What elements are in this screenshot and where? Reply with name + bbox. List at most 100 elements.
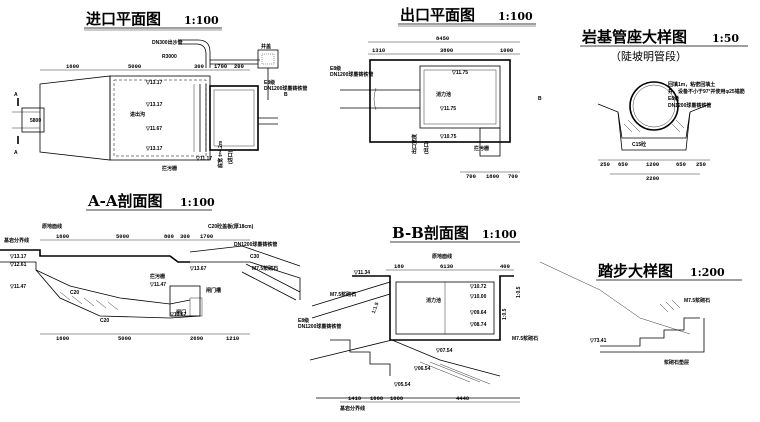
inlet-elev-2: ▽13.17	[145, 102, 163, 108]
bb-dim-top-3: 400	[500, 263, 510, 270]
aa-bedrock-line: 基岩分界线	[3, 237, 29, 244]
inlet-e8: E8级	[264, 79, 275, 86]
step-elev: ▽73.41	[589, 338, 607, 344]
inlet-elev-5: ▽11.17	[195, 156, 212, 162]
outlet-width-tag: (出口)	[423, 140, 430, 154]
outlet-elev-3: ▽10.75	[439, 134, 457, 140]
inlet-dim-1: 1600	[66, 63, 79, 70]
outlet-dim-7: 700	[508, 173, 518, 180]
inlet-elev-4: ▽13.17	[145, 146, 163, 152]
inlet-dim-4: 1700	[214, 63, 227, 70]
inlet-plan-scale: 1:100	[184, 14, 219, 27]
step-bedding: 浆砌石垫层	[663, 359, 689, 366]
outlet-dim-6: 1800	[486, 173, 499, 180]
outlet-width-label: 出口宽度	[411, 133, 418, 154]
outlet-plan-scale: 1:100	[498, 10, 533, 23]
bb-elev-6: ▽06.54	[413, 366, 431, 372]
bb-slope-2: 1:0.5	[516, 286, 522, 298]
section-mark-b: B	[284, 92, 288, 98]
aa-dim-bottom-3: 2690	[190, 335, 203, 342]
rock-detail-title: 岩基管座大样图	[581, 28, 687, 46]
rock-note-3: E8级	[668, 95, 679, 102]
rock-dim-3: 1200	[646, 161, 659, 168]
rock-dim-5: 250	[696, 161, 706, 168]
bb-dim-bottom-2: 1000	[370, 395, 383, 402]
section-aa: A-A剖面图 1:100 1600 5000 800 300 1700 原地面线…	[0, 192, 301, 342]
inlet-pipe-spec: DN1200球墨铸铁管	[264, 85, 307, 92]
rock-dim-1: 250	[600, 161, 610, 168]
inlet-dim-5: 200	[234, 63, 244, 70]
rock-note-4: DN1200球墨铸铁管	[668, 102, 711, 109]
bb-elev-8: ▽11.34	[353, 270, 370, 276]
aa-pipe: DN1200球墨铸铁管	[234, 241, 277, 248]
inlet-trash-rack: 拦污栅	[162, 165, 177, 172]
rock-dim-total: 2200	[646, 175, 659, 182]
aa-dim-top-4: 300	[180, 233, 190, 240]
aa-elev-2: ▽12.61	[9, 262, 27, 268]
pipe-section	[629, 81, 679, 131]
outlet-dim-5: 700	[466, 173, 476, 180]
rock-dim-2: 650	[618, 161, 628, 168]
bb-elev-2: ▽10.00	[469, 294, 487, 300]
aa-elev-1: ▽13.17	[9, 254, 27, 260]
inlet-label-pool: 进出沟	[130, 111, 145, 118]
step-detail-scale: 1:200	[690, 266, 725, 279]
section-aa-title: A-A剖面图	[87, 192, 163, 210]
aa-dim-top-2: 5000	[116, 233, 129, 240]
bb-e8: E8级	[298, 317, 309, 324]
bb-elev-5: ▽07.54	[435, 348, 453, 354]
aa-gate: 闸门	[176, 309, 186, 316]
inlet-elev-1: ▽13.17	[145, 80, 163, 86]
inlet-plan: 进口平面图 1:100 DN300出沙管 R3000 井盖 1600 5000 …	[12, 10, 307, 172]
section-bb-scale: 1:100	[482, 228, 517, 241]
outlet-elev-1: ▽11.75	[451, 70, 468, 76]
bb-dim-bottom-1: 1410	[348, 395, 361, 402]
step-detail: 踏步大样图 1:200 ▽73.41 M7.5浆砌石 浆砌石垫层	[539, 261, 742, 366]
rock-note-2: 并，设备不小于97°并使用φ25锚筋	[668, 88, 745, 95]
bb-masonry-2: M7.5浆砌石	[512, 335, 538, 342]
section-aa-scale: 1:100	[180, 196, 215, 209]
outlet-plan-title: 出口平面图	[400, 6, 475, 24]
outlet-trash-rack: 拦污栅	[474, 145, 489, 152]
aa-c30: C30	[250, 254, 259, 260]
inlet-dim-2: 5000	[128, 63, 141, 70]
aa-cover: C20砼盖板(厚18cm)	[208, 223, 254, 230]
aa-elev-5: ▽10.67	[169, 312, 187, 318]
bb-elev-7: ▽05.54	[393, 382, 411, 388]
inlet-bottom-width: 底宽 t=4.2m	[217, 140, 224, 169]
step-masonry: M7.5浆砌石	[684, 297, 710, 304]
bb-elev-1: ▽10.72	[469, 284, 487, 290]
outlet-dim-2: 1310	[372, 47, 385, 54]
aa-masonry: M7.5浆砌石	[252, 265, 278, 272]
inlet-bottom-tag: (进口)	[227, 150, 234, 164]
bb-bedrock: 基岩分界线	[339, 405, 365, 412]
outlet-elev-2: ▽11.75	[439, 106, 456, 112]
inlet-dim-6: 5800	[30, 118, 41, 124]
bb-masonry-1: M7.5浆砌石	[330, 291, 356, 298]
rock-note-1: 回填1m，粘密回填土	[668, 81, 715, 88]
outlet-dim-1: 8450	[436, 35, 449, 42]
bb-dim-bottom-3: 1000	[390, 395, 403, 402]
aa-dim-top-1: 1600	[56, 233, 69, 240]
bb-dim-top-1: 180	[394, 263, 404, 270]
inlet-dim-3: 300	[194, 63, 204, 70]
section-bb-title: B-B剖面图	[392, 224, 469, 242]
aa-c20-a: C20	[70, 290, 79, 296]
bb-pipe: DN1200球墨铸铁管	[298, 323, 341, 330]
bb-elev-4: ▽08.74	[469, 322, 487, 328]
bb-elev-3: ▽09.64	[469, 310, 487, 316]
rock-dim-4: 650	[676, 161, 686, 168]
bb-slope-3: 1:0.5	[502, 308, 508, 320]
aa-c20-b: C20	[100, 318, 109, 324]
outlet-pipe-spec: DN1200球墨铸铁管	[330, 71, 373, 78]
outlet-dim-3: 3800	[440, 47, 453, 54]
manhole-label: 井盖	[261, 43, 271, 50]
bb-slope-1: 1:1.5	[371, 301, 381, 314]
aa-dim-top-3: 800	[164, 233, 174, 240]
section-bb: B-B剖面图 1:100 180 6130 400 原地面线 消力池 ▽10.7…	[298, 224, 538, 412]
aa-trash-rack: 拦污栅	[150, 273, 165, 280]
aa-elev-6: ▽13.67	[189, 266, 207, 272]
aa-dim-bottom-1: 1600	[56, 335, 69, 342]
aa-dim-top-5: 1700	[200, 233, 213, 240]
